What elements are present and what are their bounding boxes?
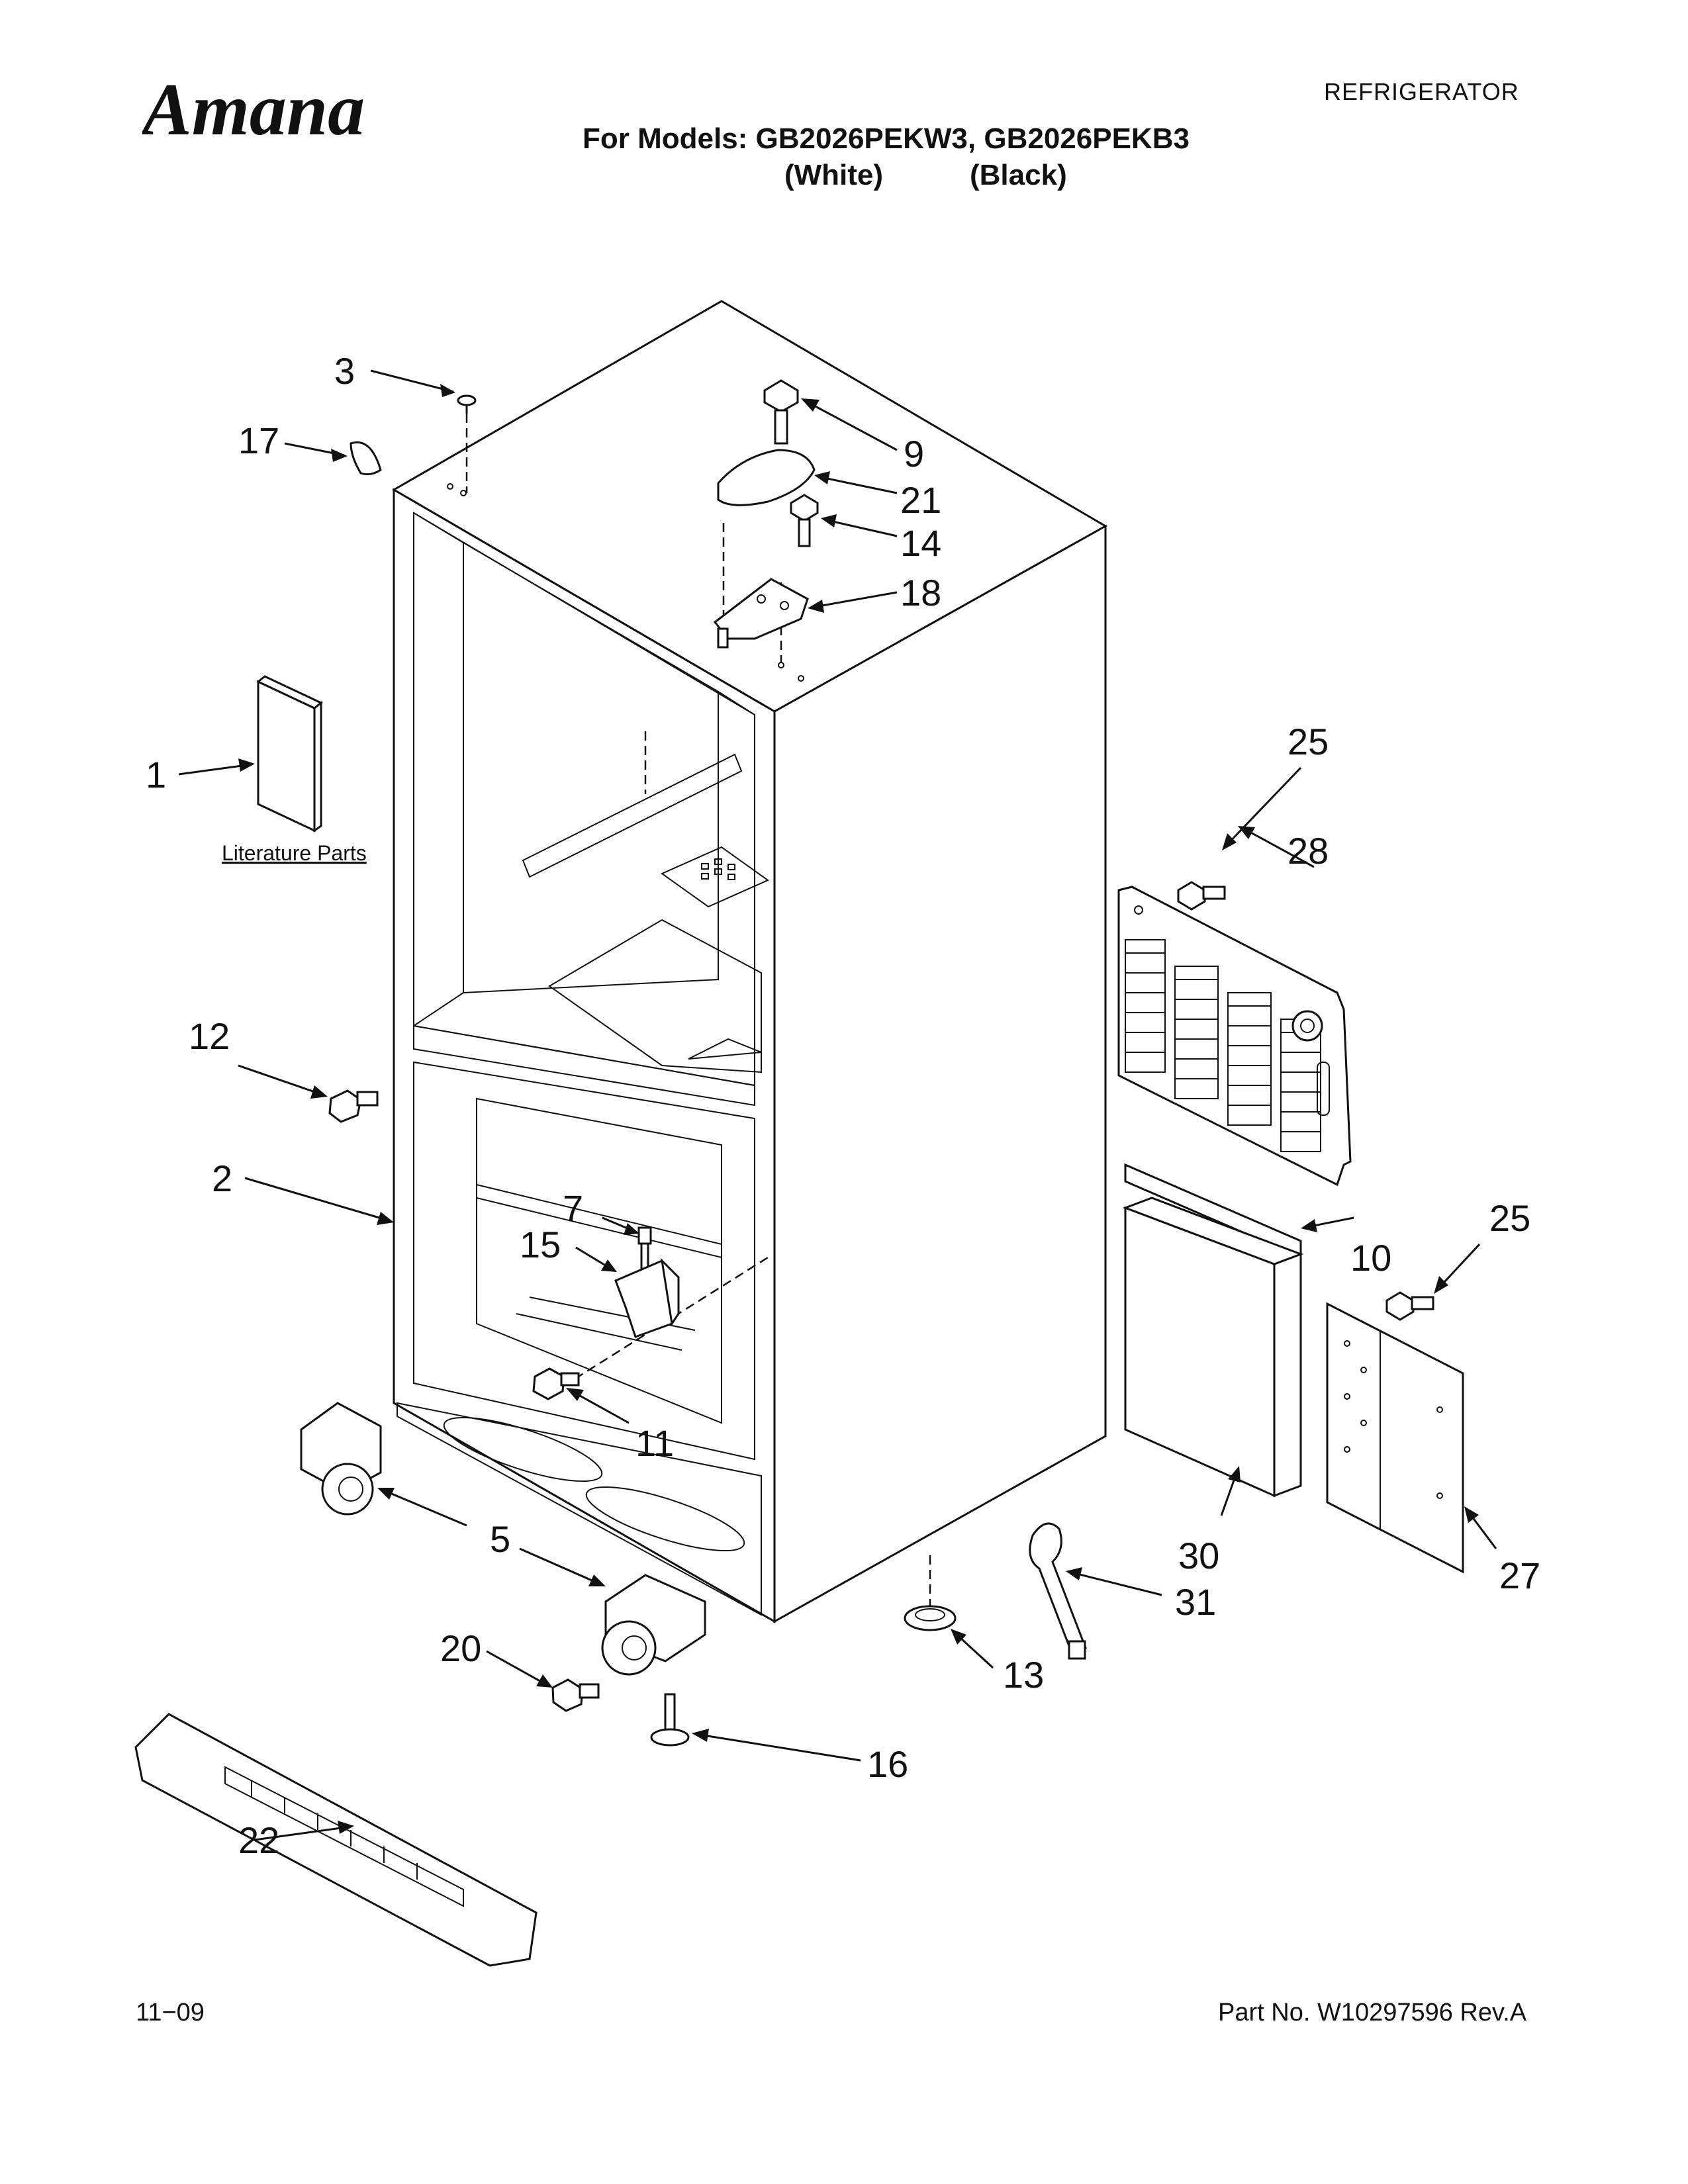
- callout-27: 27: [1499, 1555, 1540, 1596]
- part-9-bolt: [763, 379, 799, 445]
- callout-25-upper: 25: [1288, 721, 1329, 762]
- callout-10: 10: [1350, 1237, 1391, 1279]
- callout-5: 5: [490, 1518, 510, 1560]
- cabinet: [392, 300, 1108, 1623]
- callout-20: 20: [440, 1627, 481, 1669]
- part-25-screw-lower: [1385, 1291, 1434, 1321]
- part-16-leveling-leg: [650, 1693, 690, 1747]
- part-25-screw-upper: [1177, 881, 1226, 911]
- part-28-access-panel: [1117, 886, 1352, 1187]
- part-20-screw: [551, 1678, 600, 1712]
- part-15-bracket: [614, 1257, 680, 1338]
- part-21-hinge-cover: [717, 449, 816, 506]
- part-17-plug: [350, 441, 382, 476]
- part-13-plug: [904, 1605, 957, 1631]
- footer-date: 11−09: [136, 1999, 205, 2026]
- part-27-cover-panel: [1326, 1302, 1464, 1574]
- part-11-screw: [532, 1367, 580, 1400]
- amana-logo: Amana: [142, 69, 365, 151]
- part-7-screw: [637, 1226, 652, 1271]
- callout-17: 17: [238, 420, 279, 461]
- part-30-insulation: [1122, 1197, 1304, 1498]
- callout-22: 22: [238, 1819, 279, 1861]
- callout-30: 30: [1178, 1535, 1219, 1576]
- literature-parts-label: Literature Parts: [222, 841, 367, 865]
- variant-white: (White): [784, 159, 884, 191]
- callout-28: 28: [1288, 830, 1329, 872]
- callout-2: 2: [212, 1158, 232, 1199]
- models-line: For Models: GB2026PEKW3, GB2026PEKB3: [583, 122, 1190, 155]
- callout-13: 13: [1003, 1654, 1044, 1696]
- callout-31: 31: [1175, 1581, 1216, 1623]
- part-31-wand: [1029, 1522, 1087, 1660]
- part-1-literature: [256, 675, 323, 833]
- document-category: REFRIGERATOR: [1324, 78, 1519, 105]
- part-5-roller-right: [601, 1574, 706, 1676]
- variant-black: (Black): [970, 159, 1067, 191]
- callout-1: 1: [146, 754, 166, 796]
- callout-3: 3: [334, 350, 355, 392]
- part-14-screw: [790, 494, 819, 547]
- callout-18: 18: [900, 572, 941, 614]
- callout-7: 7: [563, 1187, 583, 1229]
- callout-14: 14: [900, 522, 941, 564]
- part-18-hinge-plate: [713, 578, 809, 649]
- callout-12: 12: [189, 1015, 230, 1057]
- callout-11: 11: [635, 1422, 674, 1464]
- amana-logo-text: Amana: [142, 69, 365, 151]
- part-5-roller-left: [300, 1402, 382, 1516]
- part-22-base-grille: [134, 1713, 538, 1967]
- callout-9: 9: [904, 433, 924, 475]
- leader-lines: [178, 369, 1497, 1841]
- callout-labels: 3 17 9 21 14 18 1 Literature Parts 25 28…: [146, 350, 1540, 1861]
- part-3-screw: [457, 394, 477, 414]
- callout-16: 16: [867, 1743, 908, 1785]
- footer-part-number: Part No. W10297596 Rev.A: [1218, 1999, 1527, 2026]
- callout-15: 15: [520, 1224, 561, 1265]
- callout-25-lower: 25: [1489, 1197, 1530, 1239]
- callout-21: 21: [900, 479, 941, 521]
- part-12-screw: [328, 1089, 379, 1123]
